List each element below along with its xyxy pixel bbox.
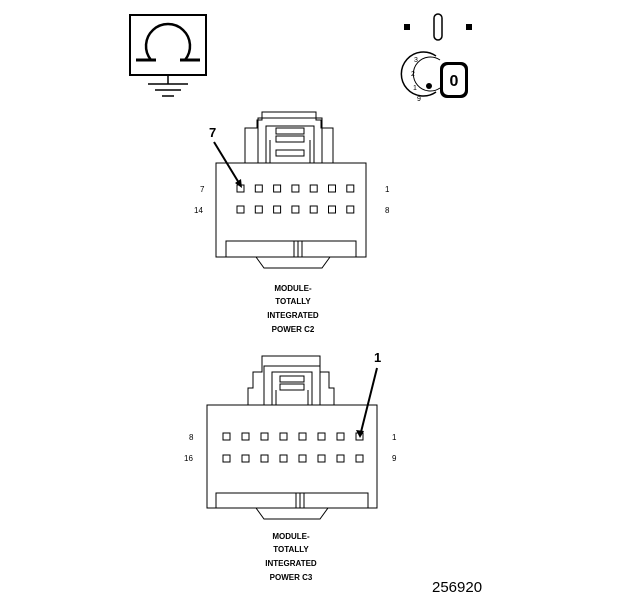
svg-text:TOTALLY: TOTALLY [273,545,309,554]
svg-text:MODULE-: MODULE- [274,284,312,293]
pin-cavity [279,454,288,463]
ignition-key-icon: 3 2 1 9 0 [400,13,472,103]
c2-pin-label-bottom-left: 14 [194,206,203,215]
pin-cavity [273,205,282,214]
svg-text:INTEGRATED: INTEGRATED [265,559,317,568]
c3-pin-label-top-left: 8 [189,433,194,442]
pin-cavity [309,205,318,214]
pin-cavity [254,205,263,214]
c2-pin-grid [236,184,355,214]
pin-cavity [279,432,288,441]
figure-id: 256920 [432,579,482,596]
connector-c3 [206,355,378,520]
pin-cavity [236,205,245,214]
svg-text:POWER C3: POWER C3 [270,573,313,582]
pin-cavity [222,454,231,463]
key-position-label: 3 [414,57,418,64]
c3-pin-label-top-right: 1 [392,433,397,442]
pin-cavity [241,432,250,441]
pin-cavity [222,432,231,441]
pin-cavity [346,184,355,193]
pin-cavity [291,205,300,214]
pin-cavity [317,454,326,463]
c2-pin-label-top-right: 1 [385,185,390,194]
svg-text:MODULE-: MODULE- [272,532,310,541]
svg-text:TOTALLY: TOTALLY [275,297,311,306]
c2-callout-arrow [213,141,242,188]
pin-cavity [355,454,364,463]
key-position-label: 2 [411,71,415,78]
pin-cavity [260,454,269,463]
key-position-label: 9 [417,96,421,103]
svg-text:INTEGRATED: INTEGRATED [267,311,319,320]
c3-callout-arrow [356,367,378,438]
pin-cavity [336,454,345,463]
key-position-label: 1 [413,85,417,92]
c3-caption: MODULE- TOTALLY INTEGRATED POWER C3 [265,532,317,582]
pin-cavity [241,454,250,463]
c3-pin-label-bottom-left: 16 [184,454,193,463]
pin-cavity [291,184,300,193]
svg-text:POWER C2: POWER C2 [272,325,315,334]
c2-caption: MODULE- TOTALLY INTEGRATED POWER C2 [267,284,319,334]
c2-callout-number: 7 [209,125,216,140]
pin-cavity [298,454,307,463]
c2-pin-label-bottom-right: 8 [385,206,390,215]
c2-pin-label-top-left: 7 [200,185,205,194]
pin-cavity [336,432,345,441]
c3-pin-label-bottom-right: 9 [392,454,397,463]
pin-cavity [260,432,269,441]
pin-cavity [346,205,355,214]
pin-cavity [328,205,336,214]
pin-cavity [309,184,318,193]
pin-cavity [328,184,336,193]
connector-c2 [215,111,367,269]
pin-cavity [317,432,326,441]
c3-pin-grid [222,432,364,463]
pin-cavity [273,184,282,193]
c3-callout-number: 1 [374,350,381,365]
pin-cavity [254,184,263,193]
ground-symbol [129,14,207,97]
key-label: 0 [450,73,459,90]
pin-cavity [298,432,307,441]
